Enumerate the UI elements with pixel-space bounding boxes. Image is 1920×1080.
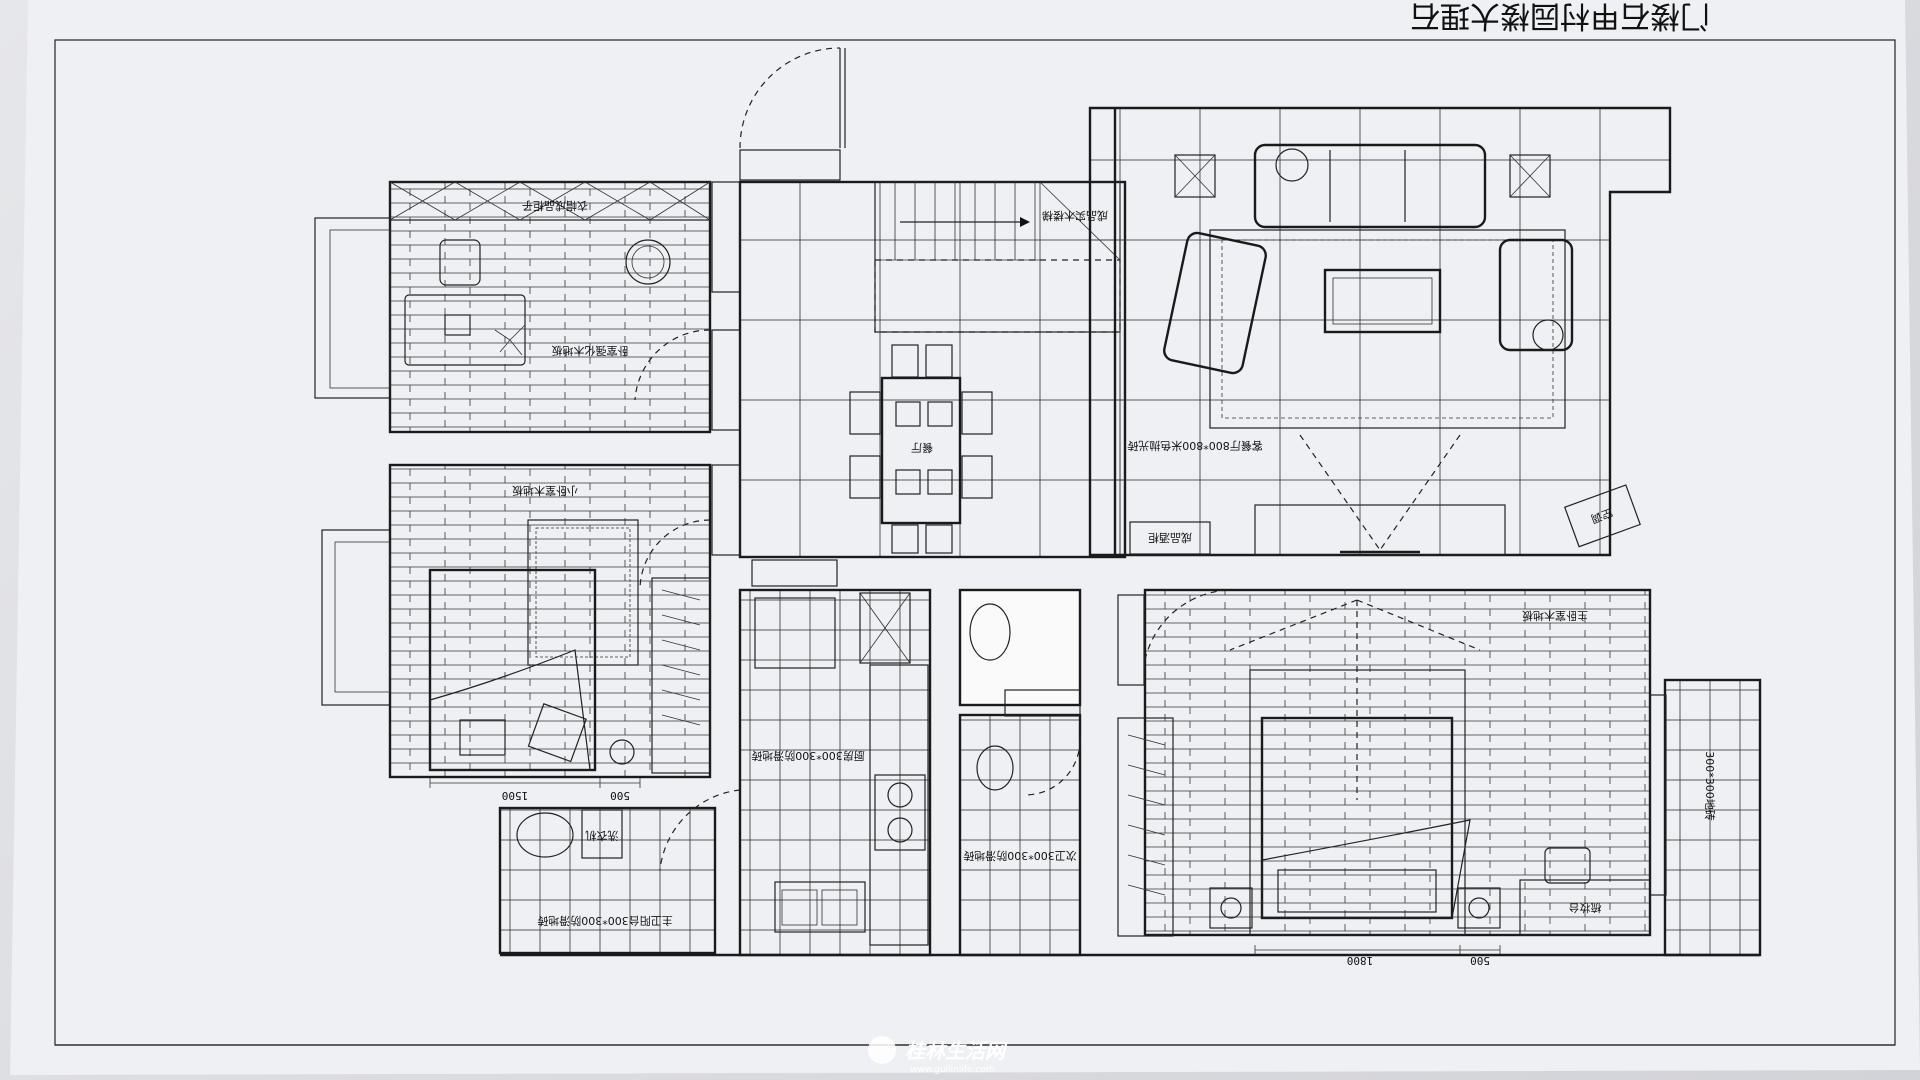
- bedroom-2-floor-label: 小卧室木地板: [512, 484, 578, 498]
- bathroom-bottom-left: 洗衣机 主卫阳台300*300防滑地砖: [498, 806, 717, 955]
- master-bedroom: 主卧室木地板 梳妆台: [1117, 588, 1652, 937]
- dining-label: 餐厅: [911, 441, 933, 455]
- cabinet-label: 成品酒柜: [1148, 531, 1192, 544]
- dimension-line-left: 1500 500: [429, 778, 641, 802]
- living-room: 客餐厅800*800米色抛光砖 成品酒柜 空调: [1088, 106, 1672, 557]
- bedroom-2: 小卧室木地板: [321, 463, 712, 779]
- study-wardrobe-label: 衣帽成品柜子: [522, 199, 588, 213]
- master-floor-label: 主卧室木地板: [1522, 609, 1588, 623]
- dim-1500: 1500: [502, 789, 529, 802]
- kitchen-floor-label: 厨房300*300防滑地砖: [751, 749, 865, 763]
- dim-500-left: 500: [610, 789, 630, 802]
- dim-500-right: 500: [1470, 954, 1490, 967]
- washer-label: 洗衣机: [586, 829, 619, 843]
- watermark-url: www.guilinlife.com: [910, 1065, 995, 1075]
- living-floor-label: 客餐厅800*800米色抛光砖: [1127, 439, 1263, 453]
- wc: 次卫300*300防滑地砖: [958, 588, 1082, 957]
- study-floor-label: 卧室强化木地板: [552, 344, 629, 358]
- dimension-line-right: 1800 500: [1254, 945, 1501, 967]
- dresser-label: 梳妆台: [1569, 901, 1602, 915]
- balcony-right: 300*300地砖: [1649, 678, 1762, 957]
- kitchen: 厨房300*300防滑地砖: [659, 588, 932, 957]
- watermark-text: 桂林生活网: [905, 1039, 1008, 1063]
- balcony-floor-label: 300*300地砖: [1703, 751, 1717, 821]
- dim-1800: 1800: [1347, 954, 1374, 967]
- watermark-logo: 桂林生活网 www.guilinlife.com: [868, 1036, 1008, 1075]
- bath-floor-label: 主卫阳台300*300防滑地砖: [537, 914, 673, 928]
- study-room: 衣帽成品柜子 卧室强化木地板: [314, 180, 712, 434]
- wc-floor-label: 次卫300*300防滑地砖: [963, 849, 1077, 863]
- dining-area: 成品实木楼梯 餐厅: [711, 47, 1127, 587]
- drawing-title: 门楼石甲村园楼大理石: [1410, 0, 1710, 33]
